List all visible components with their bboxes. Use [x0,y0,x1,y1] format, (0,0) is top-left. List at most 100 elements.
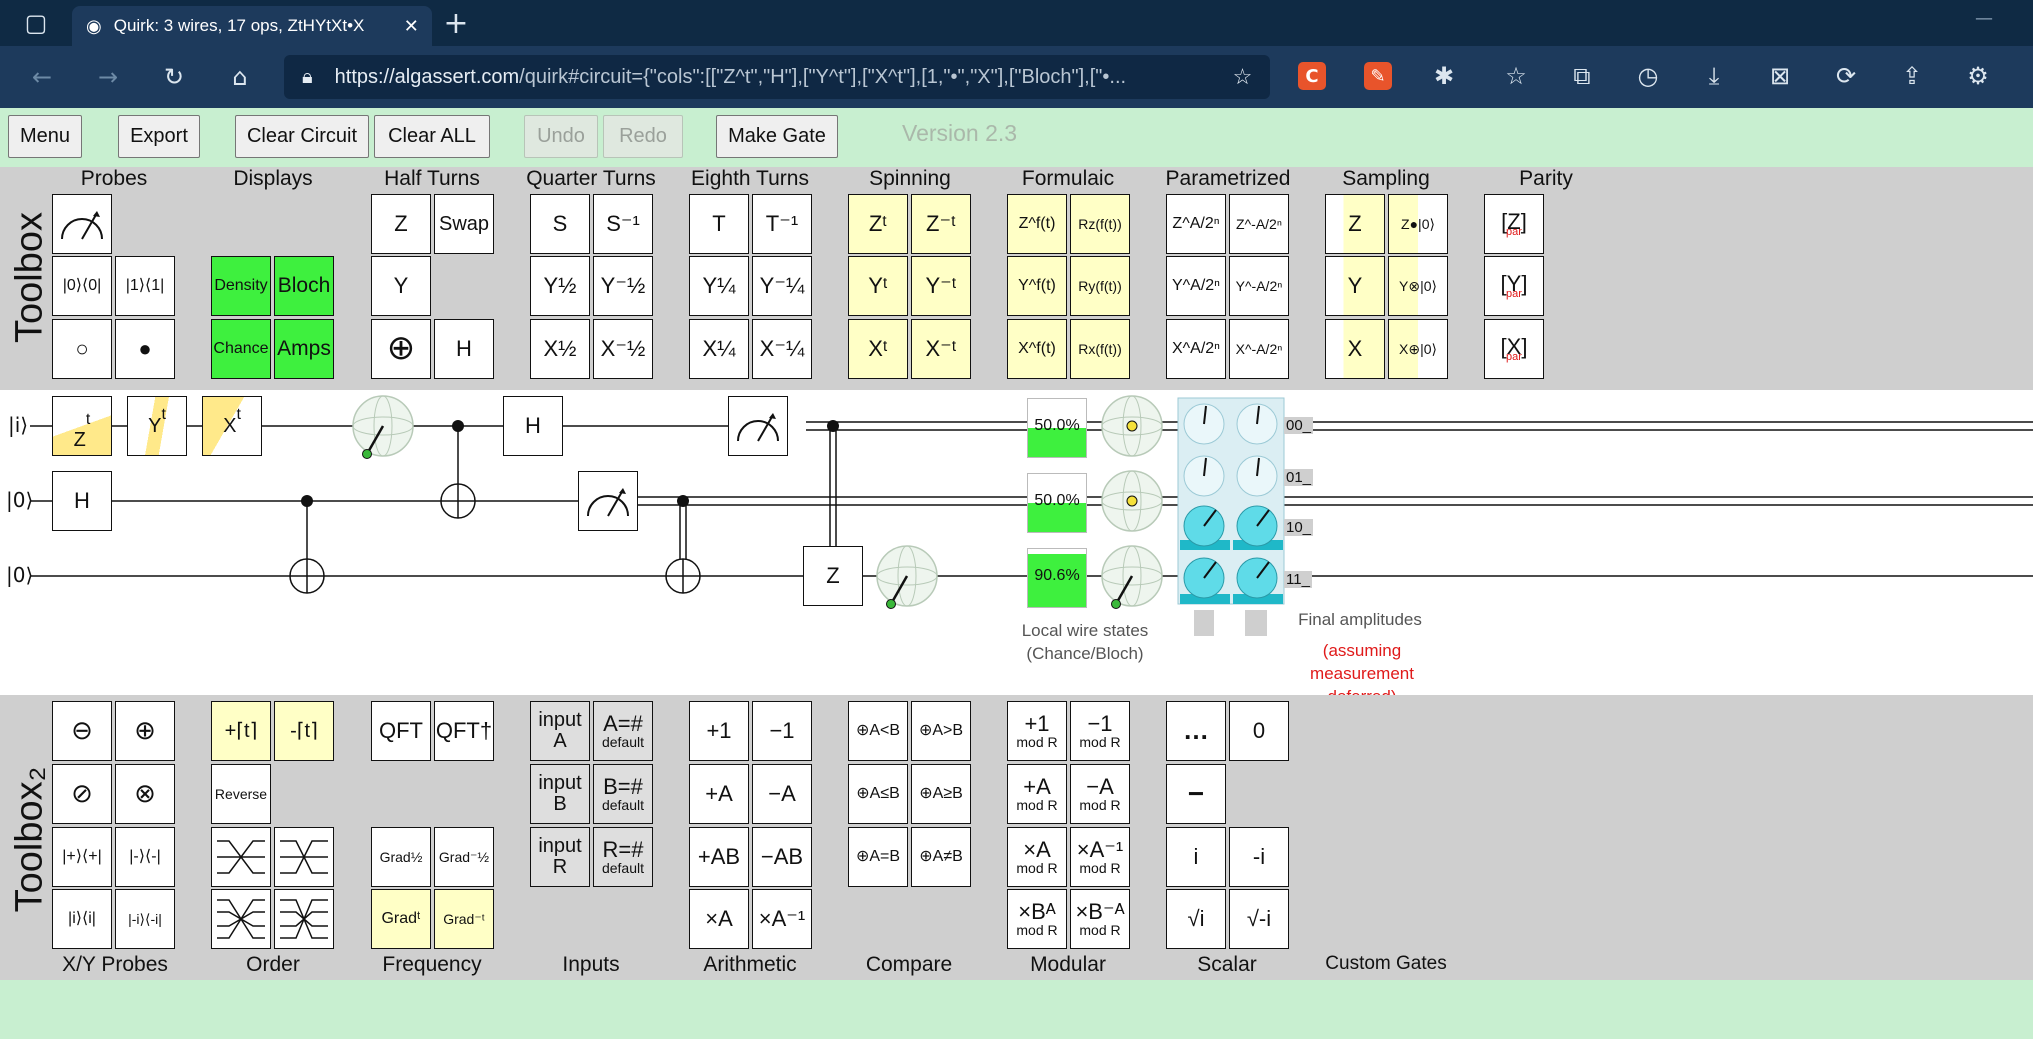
extension-c-icon[interactable]: C [1298,62,1326,90]
y-minus-half-gate[interactable]: Y⁻½ [593,256,653,316]
amp-resize-handle-a[interactable] [1194,610,1214,636]
z-param-gate[interactable]: Z^A/2ⁿ [1166,194,1226,254]
minimize-icon[interactable]: — [1975,8,1993,29]
interleave-gate[interactable] [211,827,271,887]
y-minus-quarter-gate[interactable]: Y⁻¼ [752,256,812,316]
set-r-default-gate[interactable]: R=#default [593,827,653,887]
density-display-gate[interactable]: Density [211,256,271,316]
sidebar-toggle-icon[interactable]: ▢ [24,9,48,37]
forward-icon[interactable]: → [97,63,119,91]
rx-ft-gate[interactable]: Rx(f(t)) [1070,319,1130,379]
z-gate[interactable]: Z [371,194,431,254]
y-gate[interactable]: Y [371,256,431,316]
x-ft-gate[interactable]: X^f(t) [1007,319,1067,379]
cycle-plus-t-gate[interactable]: +⌈t⌉ [211,701,271,761]
postselect-minus-i-gate[interactable]: |-i⟩⟨-i| [115,889,175,949]
compare-eq-gate[interactable]: ⊕A=B [848,827,908,887]
postselect-0-gate[interactable]: |0⟩⟨0| [52,256,112,316]
x-minus-t-gate[interactable]: X⁻ᵗ [911,319,971,379]
math-solver-icon[interactable]: ⊠ [1769,62,1791,90]
add-favorite-icon[interactable]: ☆ [1232,64,1253,89]
sample-y-zero-gate[interactable]: Y⊗|0⟩ [1388,256,1448,316]
compare-ge-gate[interactable]: ⊕A≥B [911,764,971,824]
decrement-gate[interactable]: −1 [752,701,812,761]
deinterleave-gate[interactable] [274,827,334,887]
scalar-sqrt-minus-i-gate[interactable]: √-i [1229,889,1289,949]
x-half-gate[interactable]: X½ [530,319,590,379]
compare-gt-gate[interactable]: ⊕A>B [911,701,971,761]
scalar-i-gate[interactable]: i [1166,827,1226,887]
rotate-bits-left-gate[interactable] [211,889,271,949]
x-t-gate[interactable]: Xᵗ [848,319,908,379]
y-minus-param-gate[interactable]: Y^-A/2ⁿ [1229,256,1289,316]
wire-2-init-label[interactable]: |0⟩ [6,563,34,587]
grad-minus-t-gate[interactable]: Grad⁻ᵗ [434,889,494,949]
circuit-h-gate-w1[interactable]: H [52,471,112,531]
cnot-1-control-dot[interactable] [301,495,313,507]
set-a-default-gate[interactable]: A=#default [593,701,653,761]
settings-icon[interactable]: ⚙ [1967,62,1989,90]
grad-minus-half-gate[interactable]: Grad⁻½ [434,827,494,887]
s-gate[interactable]: S [530,194,590,254]
rz-ft-gate[interactable]: Rz(f(t)) [1070,194,1130,254]
home-icon[interactable]: ⌂ [232,63,248,91]
s-inverse-gate[interactable]: S⁻¹ [593,194,653,254]
sample-x-gate[interactable]: X [1325,319,1385,379]
rotate-bits-right-gate[interactable] [274,889,334,949]
circuit-measure-w1[interactable] [578,471,638,531]
undo-button[interactable]: Undo [524,115,598,158]
add-ab-gate[interactable]: +AB [689,827,749,887]
anti-control-gate[interactable]: ○ [52,319,112,379]
set-b-default-gate[interactable]: B=#default [593,764,653,824]
cnot-2-control-dot[interactable] [452,420,464,432]
wire-1-init-label[interactable]: |0⟩ [6,488,34,512]
z-t-gate[interactable]: Zᵗ [848,194,908,254]
subtract-a-gate[interactable]: −A [752,764,812,824]
swap-gate[interactable]: Swap [434,194,494,254]
postselect-i-gate[interactable]: |i⟩⟨i| [52,889,112,949]
share-icon[interactable]: ⇪ [1901,62,1923,90]
chance-display-w1[interactable]: 50.0% [1027,473,1087,533]
extension-tool-icon[interactable]: ✎ [1364,62,1392,90]
extensions-icon[interactable]: ✱ [1433,62,1455,90]
amp-resize-handle-b[interactable] [1245,610,1267,636]
menu-button[interactable]: Menu [8,115,82,158]
z-minus-param-gate[interactable]: Z^-A/2ⁿ [1229,194,1289,254]
sample-z-zero-gate[interactable]: Z●|0⟩ [1388,194,1448,254]
parity-y-gate[interactable]: [Y]par [1484,256,1544,316]
sample-y-gate[interactable]: Y [1325,256,1385,316]
new-tab-icon[interactable]: + [443,5,469,41]
y-minus-t-gate[interactable]: Y⁻ᵗ [911,256,971,316]
qft-gate[interactable]: QFT [371,701,431,761]
postselect-1-gate[interactable]: |1⟩⟨1| [115,256,175,316]
y-param-gate[interactable]: Y^A/2ⁿ [1166,256,1226,316]
postselect-plus-gate[interactable]: |+⟩⟨+| [52,827,112,887]
probe-plus-gate[interactable]: ⊕ [115,701,175,761]
postselect-minus-gate[interactable]: |-⟩⟨-| [115,827,175,887]
cycle-minus-t-gate[interactable]: -⌈t⌉ [274,701,334,761]
increment-gate[interactable]: +1 [689,701,749,761]
parity-x-gate[interactable]: [X]par [1484,319,1544,379]
circuit-h-gate-w0[interactable]: H [503,396,563,456]
x-minus-half-gate[interactable]: X⁻½ [593,319,653,379]
scalar-neg-gate[interactable]: − [1166,764,1226,824]
chance-display-w2[interactable]: 90.6% [1027,548,1087,608]
browser-tab-active[interactable]: ◉ Quirk: 3 wires, 17 ops, ZtHYtXt•X ✕ [72,6,432,46]
probe-minus-gate[interactable]: ⊖ [52,701,112,761]
multiply-a-inverse-gate[interactable]: ×A⁻¹ [752,889,812,949]
y-half-gate[interactable]: Y½ [530,256,590,316]
subtract-ab-gate[interactable]: −AB [752,827,812,887]
back-icon[interactable]: ← [31,63,53,91]
wire-0-init-label[interactable]: |i⟩ [8,413,29,437]
ry-ft-gate[interactable]: Ry(f(t)) [1070,256,1130,316]
make-gate-button[interactable]: Make Gate [716,115,838,158]
